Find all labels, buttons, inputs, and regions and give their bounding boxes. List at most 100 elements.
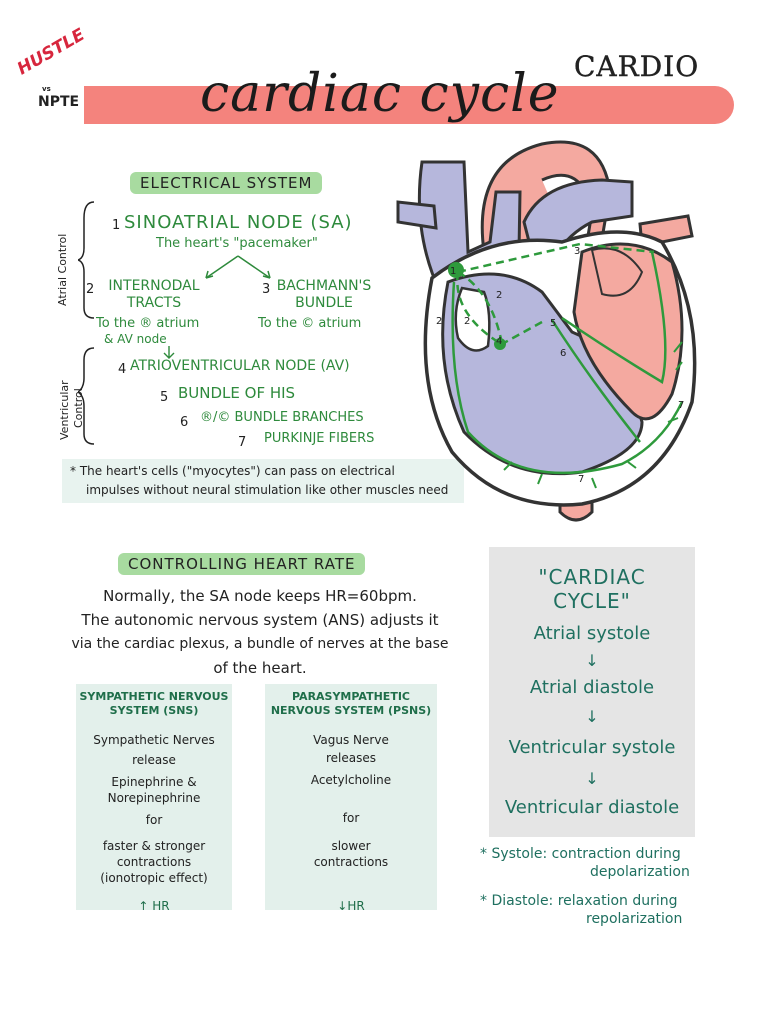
note-line: impulses without neural stimulation like… xyxy=(86,483,449,497)
step-number: 1 xyxy=(112,218,121,233)
psns-line: Vagus Nerve xyxy=(313,733,389,747)
psns-line: slower xyxy=(331,839,371,853)
sns-line: Epinephrine & xyxy=(111,775,197,789)
internodal-tracts: INTERNODAL TRACTS xyxy=(94,278,214,312)
heart-rate-line: The autonomic nervous system (ANS) adjus… xyxy=(81,611,439,629)
internodal-line: INTERNODAL xyxy=(108,278,200,294)
step-number: 6 xyxy=(180,415,189,430)
heart-rate-line: via the cardiac plexus, a bundle of nerv… xyxy=(71,636,449,652)
right-chambers xyxy=(441,272,644,476)
heart-rate-line: of the heart. xyxy=(213,659,307,677)
bachmann-sub: To the © atrium xyxy=(258,316,362,331)
diagram-number-2: 2 xyxy=(436,316,442,327)
logo-vs: vs xyxy=(42,85,51,93)
logo-npte: NPTE xyxy=(38,94,80,110)
myocyte-note: * The heart's cells ("myocytes") can pas… xyxy=(62,459,464,503)
ventricular-bracket xyxy=(78,347,95,445)
heart-rate-text: Normally, the SA node keeps HR=60bpm. Th… xyxy=(40,584,480,680)
sns-heading: SYSTEM (SNS) xyxy=(109,704,199,717)
diagram-number-4: 4 xyxy=(496,336,502,347)
sns-line: Norepinephrine xyxy=(107,791,201,805)
sa-node-marker xyxy=(448,262,464,278)
heart-diagram: 1 2 2 2 3 4 5 6 7 7 xyxy=(396,140,697,522)
cycle-step-ventricular-diastole: Ventricular diastole xyxy=(504,797,680,818)
corner-label: CARDIO xyxy=(574,50,700,83)
psns-card: PARASYMPATHETIC NERVOUS SYSTEM (PSNS) Va… xyxy=(265,684,437,913)
internodal-sub: To the ® atrium xyxy=(96,316,200,331)
bachmann-path xyxy=(457,242,655,274)
internodal-line: TRACTS xyxy=(126,295,182,311)
step-number: 3 xyxy=(262,282,271,297)
av-node-marker xyxy=(494,338,506,350)
logo-hustle: HUSTLE xyxy=(14,24,89,80)
psns-heading: PARASYMPATHETIC xyxy=(292,690,410,703)
electrical-heading: ELECTRICAL SYSTEM xyxy=(130,172,323,194)
sns-card: SYMPATHETIC NERVOUS SYSTEM (SNS) Sympath… xyxy=(76,684,232,913)
diagram-number-5: 5 xyxy=(550,318,556,329)
atrial-bracket xyxy=(78,201,95,319)
branch-arrows xyxy=(205,255,271,279)
heart-rate-heading: CONTROLLING HEART RATE xyxy=(118,553,366,575)
sns-line: Sympathetic Nerves xyxy=(93,733,215,747)
step-number: 2 xyxy=(86,282,95,297)
bachmann-line: BACHMANN'S xyxy=(276,278,372,294)
sns-heading: SYMPATHETIC NERVOUS xyxy=(79,690,229,703)
cycle-title: CYCLE" xyxy=(553,589,631,613)
bachmann-line: BUNDLE xyxy=(295,295,353,311)
diagram-number-6: 6 xyxy=(560,348,566,359)
diagram-number-7: 7 xyxy=(578,474,584,485)
heart-rate-line: Normally, the SA node keeps HR=60bpm. xyxy=(103,587,417,605)
sns-line: contractions xyxy=(116,855,192,869)
sa-node: SINOATRIAL NODE (SA) xyxy=(124,212,353,233)
cycle-step-atrial-diastole: Atrial diastole xyxy=(529,677,655,698)
systole-definition: * Systole: contraction during xyxy=(480,846,681,862)
psns-heading: NERVOUS SYSTEM (PSNS) xyxy=(270,704,432,717)
step-number: 4 xyxy=(118,362,127,377)
internodal-sub: & AV node xyxy=(104,332,167,346)
psns-line: contractions xyxy=(313,855,389,869)
sns-line: for xyxy=(145,813,163,827)
purkinje-fibers: PURKINJE FIBERS xyxy=(264,431,375,446)
sns-result: ↑ HR xyxy=(138,899,170,913)
psns-line: releases xyxy=(325,751,376,765)
cycle-step-atrial-systole: Atrial systole xyxy=(533,623,651,644)
internodal-path xyxy=(456,270,543,346)
sns-line: release xyxy=(132,753,176,767)
bundle-branch-path xyxy=(550,319,641,443)
title-bar xyxy=(84,86,734,124)
cycle-title: "CARDIAC xyxy=(538,565,646,589)
sa-node-sub: The heart's "pacemaker" xyxy=(156,236,318,251)
note-line: * The heart's cells ("myocytes") can pas… xyxy=(70,464,395,478)
down-arrow-icon: ↓ xyxy=(585,707,599,726)
diagram-number-1: 1 xyxy=(450,266,456,277)
sns-line: faster & stronger xyxy=(102,839,206,853)
psns-line: Acetylcholine xyxy=(310,773,392,787)
bundle-of-his: BUNDLE OF HIS xyxy=(178,384,296,402)
sns-line: (ionotropic effect) xyxy=(100,871,208,885)
systole-definition-2: depolarization xyxy=(590,864,690,880)
brackets xyxy=(78,201,95,445)
down-arrow-icon: ↓ xyxy=(585,651,599,670)
psns-line: for xyxy=(342,811,360,825)
step-number: 5 xyxy=(160,390,169,405)
cycle-step-ventricular-systole: Ventricular systole xyxy=(508,737,676,758)
bundle-branches: ®/© BUNDLE BRANCHES xyxy=(200,410,364,425)
diagram-number-2: 2 xyxy=(464,316,470,327)
av-node: ATRIOVENTRICULAR NODE (AV) xyxy=(130,358,350,374)
step-number: 7 xyxy=(238,435,247,450)
down-arrow-icon xyxy=(163,346,175,359)
diagram-number-7: 7 xyxy=(678,400,684,411)
purkinje-path xyxy=(451,281,684,475)
diastole-definition-2: repolarization xyxy=(586,911,683,927)
ventricular-label-1: Ventricular xyxy=(58,380,71,440)
page-title: cardiac cycle xyxy=(200,64,560,124)
atrial-control-label: Atrial Control xyxy=(56,233,69,306)
diagram-number-3: 3 xyxy=(574,246,580,257)
cardiac-cycle-box: "CARDIAC CYCLE" Atrial systole ↓ Atrial … xyxy=(489,547,695,837)
diagram-number-2: 2 xyxy=(496,290,502,301)
diastole-definition: * Diastole: relaxation during xyxy=(480,893,678,909)
bachmann-bundle: BACHMANN'S BUNDLE xyxy=(266,278,382,312)
ventricular-label-2: Control xyxy=(72,388,85,428)
psns-result: ↓HR xyxy=(337,899,365,913)
down-arrow-icon: ↓ xyxy=(585,769,599,788)
